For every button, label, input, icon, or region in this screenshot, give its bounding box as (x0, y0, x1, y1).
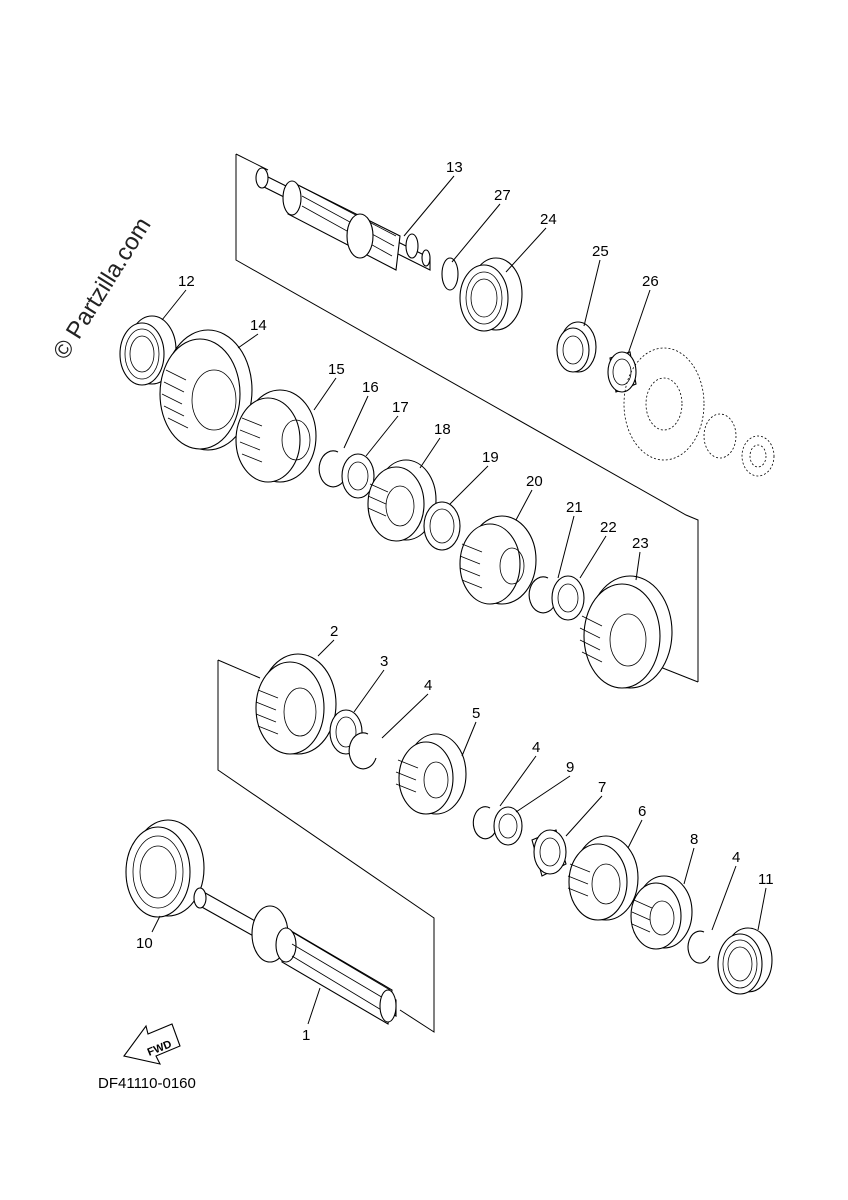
callout-13: 13 (446, 159, 463, 176)
part-1-shaft (193, 887, 397, 1025)
part-2-gear (255, 653, 337, 755)
part-14-gear (159, 329, 253, 451)
callout-24: 24 (540, 211, 557, 228)
part-26-collar (607, 351, 637, 393)
callout-4-c: 4 (732, 849, 740, 866)
sprocket-dashed (623, 347, 775, 477)
part-11-bearing (717, 927, 773, 995)
part-22-washer (551, 575, 585, 621)
part-9-washer (493, 806, 523, 846)
callout-7: 7 (598, 779, 606, 796)
part-15-gear (235, 389, 317, 483)
fwd-arrow-icon: FWD (123, 1023, 181, 1065)
part-19-washer (423, 501, 461, 551)
part-4-circlip-c (687, 930, 711, 964)
callout-2: 2 (330, 623, 338, 640)
part-16-circlip (318, 450, 347, 488)
part-4-circlip-b (472, 806, 497, 840)
callout-labels: 13 27 24 25 26 12 14 15 16 17 18 19 20 2… (136, 159, 774, 1044)
callout-4-b: 4 (532, 739, 540, 756)
callout-10: 10 (136, 935, 153, 952)
callout-6: 6 (638, 803, 646, 820)
callout-20: 20 (526, 473, 543, 490)
part-27-o-ring (441, 257, 459, 291)
part-20-gear (459, 515, 537, 605)
callout-1: 1 (302, 1027, 310, 1044)
part-18-gear (367, 459, 437, 542)
part-13-shaft (255, 167, 431, 271)
leader-lines (151, 175, 767, 1025)
lower-group-frame (217, 659, 435, 1033)
callout-16: 16 (362, 379, 379, 396)
callout-8: 8 (690, 831, 698, 848)
callout-22: 22 (600, 519, 617, 536)
part-4-circlip-a (348, 732, 377, 770)
callout-19: 19 (482, 449, 499, 466)
part-12-bearing (119, 315, 177, 386)
callout-17: 17 (392, 399, 409, 416)
callout-3: 3 (380, 653, 388, 670)
callout-18: 18 (434, 421, 451, 438)
part-7-bushing (531, 829, 567, 877)
part-10-bearing (125, 819, 205, 918)
callout-12: 12 (178, 273, 195, 290)
part-21-circlip (528, 576, 557, 614)
part-24-bearing (459, 257, 523, 332)
part-8-gear (630, 875, 693, 950)
diagram-code: DF41110-0160 (98, 1075, 196, 1092)
part-23-gear (579, 575, 673, 689)
callout-25: 25 (592, 243, 609, 260)
part-5-gear (395, 733, 467, 815)
callout-11: 11 (758, 871, 774, 888)
callout-15: 15 (328, 361, 345, 378)
part-25-seal (556, 321, 597, 373)
callout-9: 9 (566, 759, 574, 776)
callout-5: 5 (472, 705, 480, 722)
callout-14: 14 (250, 317, 267, 334)
callout-21: 21 (566, 499, 583, 516)
callout-23: 23 (632, 535, 649, 552)
callout-4-a: 4 (424, 677, 432, 694)
part-17-washer (341, 453, 375, 499)
callout-26: 26 (642, 273, 659, 290)
callout-27: 27 (494, 187, 511, 204)
part-6-gear (567, 835, 639, 921)
